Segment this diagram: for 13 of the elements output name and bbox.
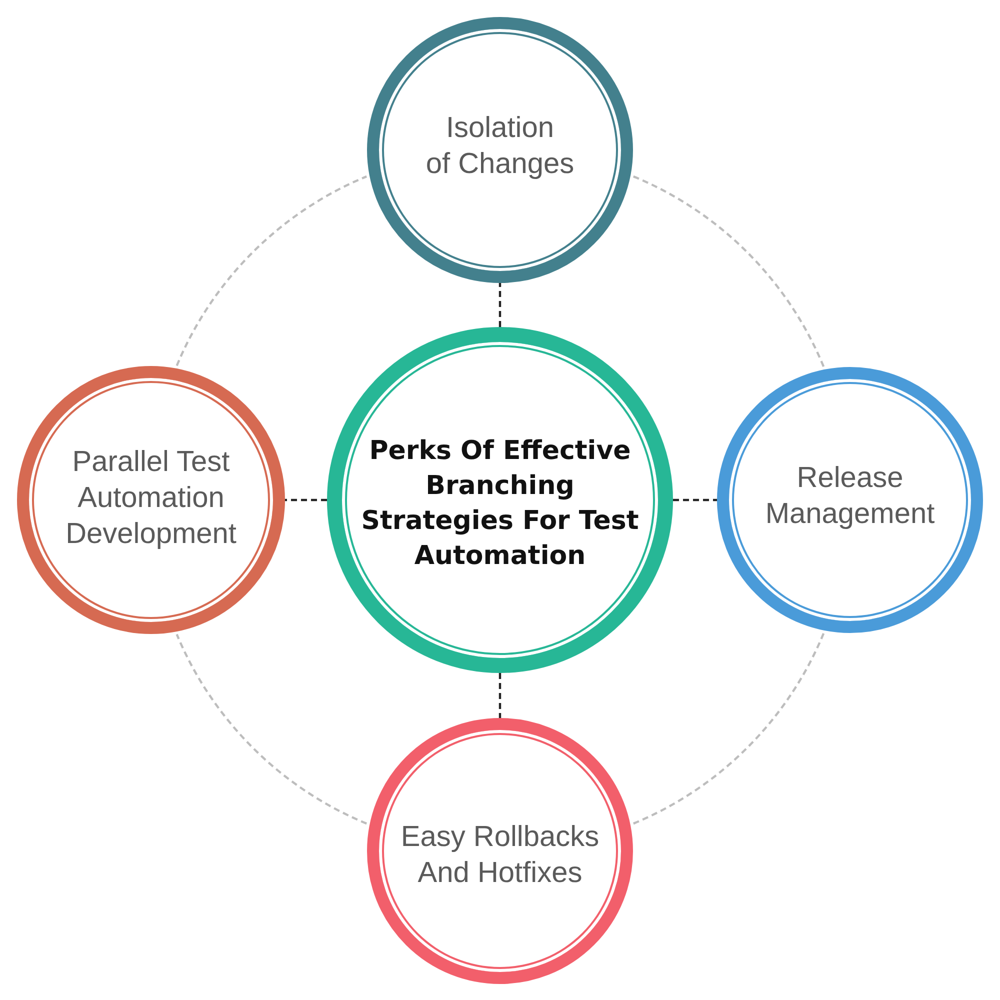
node-label: Parallel Test Automation Development — [64, 445, 238, 552]
node-label: Easy Rollbacks And Hotfixes — [400, 820, 600, 891]
dashed-connector — [673, 498, 717, 502]
dashed-arc — [632, 632, 825, 825]
dashed-arc — [176, 175, 368, 366]
node-label: Release Management — [764, 461, 936, 532]
dashed-arc — [632, 175, 825, 368]
dashed-arc — [176, 634, 368, 825]
node-label: Isolation of Changes — [424, 111, 576, 182]
node-label: Perks Of Effective Branching Strategies For Test Automation — [360, 435, 640, 573]
dashed-connector — [498, 673, 502, 718]
dashed-connector — [285, 498, 327, 502]
dashed-connector — [498, 283, 502, 327]
